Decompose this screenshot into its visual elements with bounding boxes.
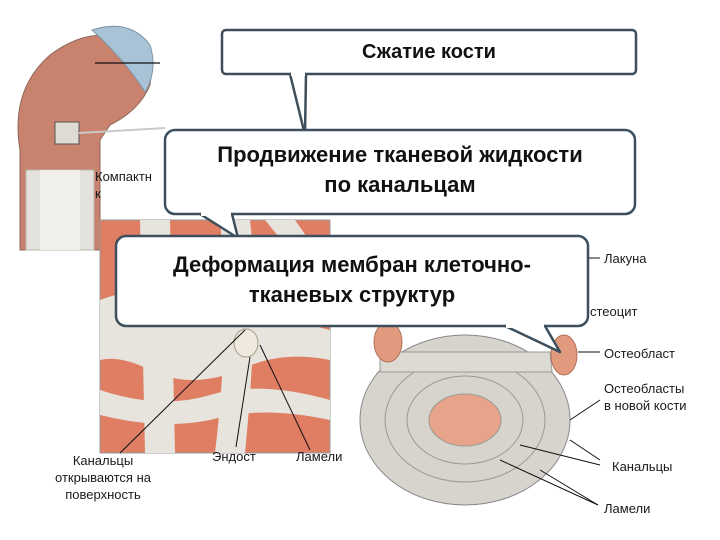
label-lamellae-bottom: Ламели bbox=[296, 448, 342, 465]
callout-fluid-line1: Продвижение тканевой жидкости bbox=[165, 140, 635, 170]
label-osteoblast: Остеобласт bbox=[604, 345, 675, 362]
callout-fluid-line2: по канальцам bbox=[165, 170, 635, 200]
endosteum-cells bbox=[234, 329, 258, 357]
label-osteoblasts-new-line2: в новой кости bbox=[604, 397, 687, 414]
label-canals-open-line1: Канальцы bbox=[28, 452, 178, 469]
label-osteoblasts-new: Остеобласты в новой кости bbox=[604, 380, 687, 414]
label-canaliculi: Канальцы bbox=[612, 458, 672, 475]
label-canals-open: Канальцы открываются на поверхность bbox=[28, 452, 178, 503]
label-canals-open-line2: открываются на bbox=[28, 469, 178, 486]
callout-deformation-line2: тканевых структур bbox=[116, 280, 588, 310]
label-compact: Компактн к bbox=[95, 168, 152, 202]
femur-illustration bbox=[18, 26, 165, 250]
callout-deformation-line1: Деформация мембран клеточно- bbox=[116, 250, 588, 280]
callout-fluid-text: Продвижение тканевой жидкости по канальц… bbox=[165, 130, 635, 214]
label-compact-line1: Компактн bbox=[95, 168, 152, 185]
label-osteocyte: стеоцит bbox=[590, 303, 637, 320]
label-compact-line2: к bbox=[95, 185, 152, 202]
label-lacuna: Лакуна bbox=[604, 250, 647, 267]
label-canals-open-line3: поверхность bbox=[28, 486, 178, 503]
zoom-box bbox=[55, 122, 79, 144]
callout-deformation-text: Деформация мембран клеточно- тканевых ст… bbox=[116, 236, 588, 326]
label-endosteum: Эндост bbox=[212, 448, 256, 465]
callout-compression-text: Сжатие кости bbox=[222, 30, 636, 74]
label-osteoblasts-new-line1: Остеобласты bbox=[604, 380, 687, 397]
osteoblast-left bbox=[374, 322, 402, 362]
label-lamellae-right: Ламели bbox=[604, 500, 650, 517]
